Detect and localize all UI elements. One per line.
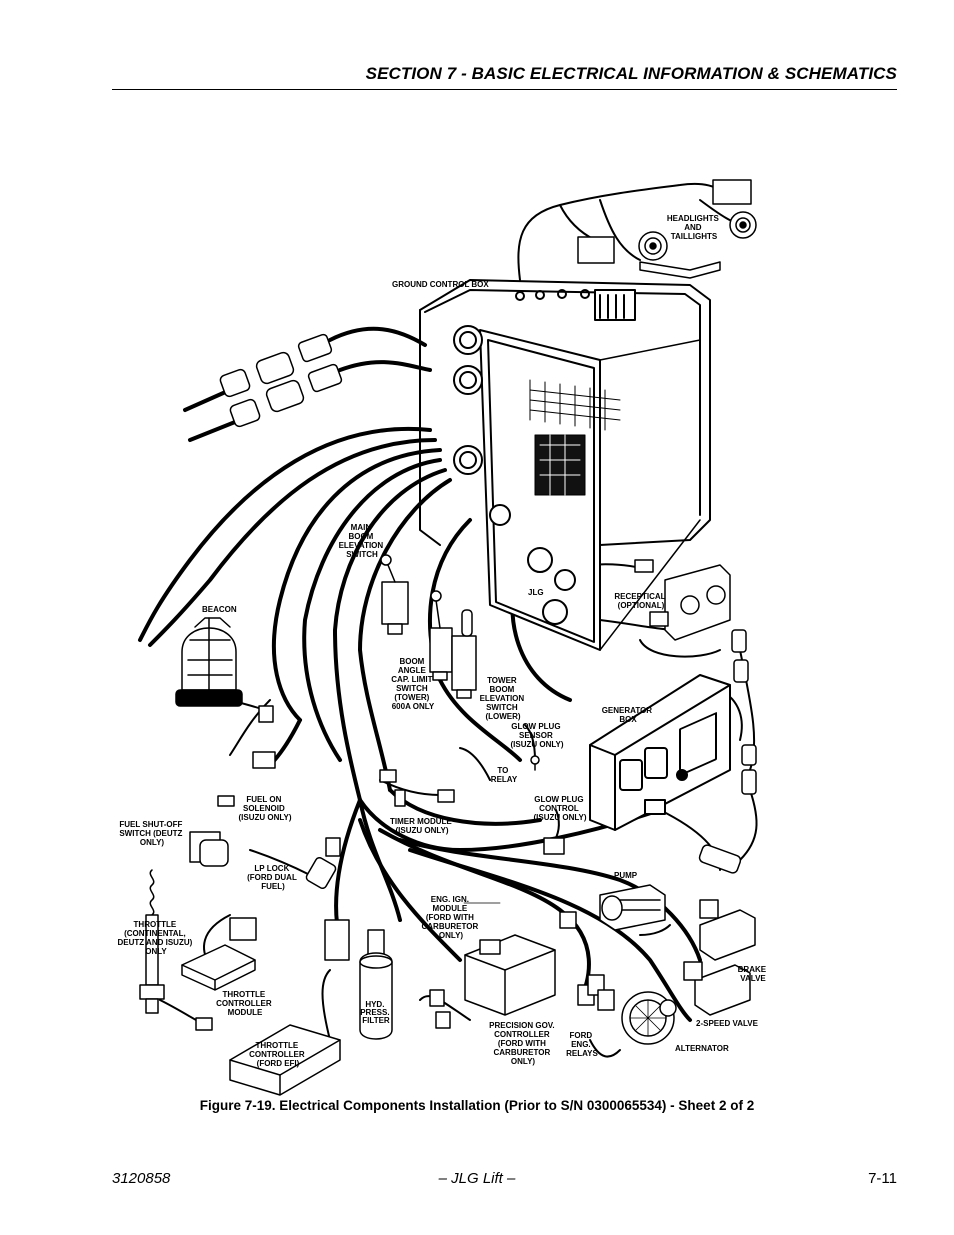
throttle-controller-module [181, 917, 257, 991]
label-eng-ign-module: ENG. IGN. MODULE (FORD WITH CARBURETOR O… [422, 895, 481, 940]
footer-brand: – JLG Lift – [438, 1170, 516, 1187]
label-precision-gov: PRECISION GOV. CONTROLLER (FORD WITH CAR… [489, 1021, 557, 1066]
label-throttle-controller-efi: THROTTLE CONTROLLER (FORD EFI) [249, 1041, 307, 1068]
label-throttle-controller-module: THROTTLE CONTROLLER MODULE [216, 990, 274, 1017]
throttle-actuator [139, 869, 213, 1031]
label-pump: PUMP [614, 871, 638, 880]
boom-angle-switch [429, 590, 477, 699]
box-logo: JLG [528, 588, 544, 597]
hyd-press-filter [359, 929, 393, 1040]
ground-control-box: JLG [419, 279, 711, 651]
label-main-boom-switch: MAIN BOOM ELEVATION SWITCH [339, 523, 386, 559]
header-rule [112, 89, 897, 90]
receptical [649, 564, 731, 641]
label-receptical: RECEPTICAL (OPTIONAL) [614, 592, 667, 610]
label-boom-angle: BOOM ANGLE CAP. LIMIT SWITCH (TOWER) 600… [391, 657, 435, 711]
throttle-controller-efi [229, 919, 350, 1096]
label-glow-plug-sensor: GLOW PLUG SENSOR (ISUZU ONLY) [510, 722, 563, 749]
plug-connectors [183, 326, 432, 442]
headlights-taillights [577, 179, 757, 279]
alternator [621, 991, 677, 1045]
label-beacon: BEACON [202, 605, 237, 614]
small-sensors [217, 755, 565, 855]
label-lp-lock: LP LOCK (FORD DUAL FUEL) [247, 864, 299, 891]
footer-doc-number: 3120858 [112, 1170, 171, 1187]
section-title: SECTION 7 - BASIC ELECTRICAL INFORMATION… [365, 64, 897, 83]
label-tower-boom: TOWER BOOM ELEVATION SWITCH (LOWER) [480, 676, 527, 721]
label-generator-box: GENERATOR BOX [602, 706, 655, 724]
valves [683, 899, 756, 1016]
label-to-relay: TO RELAY [491, 766, 518, 784]
label-timer-module: TIMER MODULE (ISUZU ONLY) [390, 817, 454, 835]
label-ground-control-box: GROUND CONTROL BOX [392, 280, 489, 289]
figure-labels: GROUND CONTROL BOX HEADLIGHTS AND TAILLI… [117, 214, 769, 1068]
label-fuel-shutoff: FUEL SHUT-OFF SWITCH (DEUTZ ONLY) [119, 820, 184, 847]
label-throttle: THROTTLE (CONTINENTAL, DEUTZ AND ISUZU) … [117, 920, 194, 956]
label-2-speed-valve: 2-SPEED VALVE [696, 1019, 759, 1028]
fuel-shutoff-lp-lock [189, 831, 341, 890]
label-glow-plug-control: GLOW PLUG CONTROL (ISUZU ONLY) [533, 795, 586, 822]
label-brake-valve: BRAKE VALVE [738, 965, 769, 983]
ford-eng-relays [577, 974, 615, 1011]
label-ford-eng-relays: FORD ENG. RELAYS [566, 1031, 598, 1058]
generator-box [589, 674, 731, 831]
pump [599, 884, 666, 931]
label-hyd-press-filter: HYD. PRESS. FILTER [360, 1000, 392, 1025]
precision-gov-controller [429, 911, 577, 1029]
main-boom-switch [380, 554, 409, 635]
right-connectors [634, 559, 757, 874]
label-headlights: HEADLIGHTS AND TAILLIGHTS [667, 214, 721, 241]
footer-page-number: 7-11 [868, 1170, 897, 1187]
label-fuel-on-solenoid: FUEL ON SOLENOID (ISUZU ONLY) [238, 795, 291, 822]
figure-caption: Figure 7-19. Electrical Components Insta… [199, 1098, 755, 1113]
beacon [175, 617, 276, 769]
label-alternator: ALTERNATOR [675, 1044, 729, 1053]
